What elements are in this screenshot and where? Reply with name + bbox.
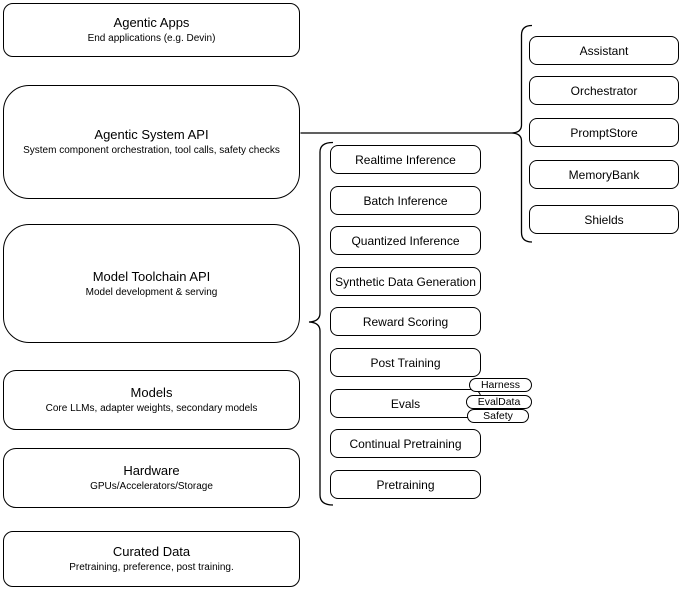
toolchain-item-batch-inference: Batch Inference [330,186,481,215]
item-label: Orchestrator [570,83,638,98]
stack-box-agentic-apps: Agentic Apps End applications (e.g. Devi… [3,3,300,57]
stack-box-hardware: Hardware GPUs/Accelerators/Storage [3,448,300,508]
item-label: PromptStore [570,125,638,140]
toolchain-item-realtime-inference: Realtime Inference [330,145,481,174]
box-subtitle: Pretraining, preference, post training. [69,562,234,573]
system-component-assistant: Assistant [529,36,679,65]
item-label: Evals [390,396,421,411]
stack-box-agentic-system-api: Agentic System API System component orch… [3,85,300,199]
toolchain-item-post-training: Post Training [330,348,481,377]
stack-box-models: Models Core LLMs, adapter weights, secon… [3,370,300,430]
box-subtitle: Model development & serving [85,286,218,298]
pill-label: Harness [480,379,521,391]
item-label: Reward Scoring [362,314,449,329]
toolchain-item-pretraining: Pretraining [330,470,481,499]
item-label: MemoryBank [568,167,640,182]
box-title: Models [130,385,173,400]
system-component-promptstore: PromptStore [529,118,679,147]
system-component-orchestrator: Orchestrator [529,76,679,105]
box-title: Agentic Apps [113,15,190,30]
system-component-memorybank: MemoryBank [529,160,679,189]
item-label: Assistant [579,43,629,58]
box-subtitle: End applications (e.g. Devin) [87,33,216,44]
box-title: Curated Data [112,544,191,559]
box-subtitle: GPUs/Accelerators/Storage [90,481,213,492]
toolchain-item-continual-pretraining: Continual Pretraining [330,429,481,458]
toolchain-item-reward-scoring: Reward Scoring [330,307,481,336]
item-label: Quantized Inference [351,233,460,248]
box-title: Model Toolchain API [92,268,211,284]
item-label: Realtime Inference [355,152,456,167]
toolchain-item-evals: Evals [330,389,481,418]
system-component-shields: Shields [529,205,679,234]
toolchain-item-quantized-inference: Quantized Inference [330,226,481,255]
item-label: Pretraining [376,477,435,492]
toolchain-item-synthetic-data-generation: Synthetic Data Generation [330,267,481,296]
item-label: Shields [584,212,624,227]
pill-label: EvalData [477,396,521,408]
box-subtitle: System component orchestration, tool cal… [23,145,280,156]
evals-tag-evaldata: EvalData [466,395,532,409]
stack-box-model-toolchain-api: Model Toolchain API Model development & … [3,224,300,343]
pill-label: Safety [483,410,513,422]
item-label: Continual Pretraining [349,436,462,451]
item-label: Post Training [370,355,441,370]
box-title: Agentic System API [94,127,209,142]
box-title: Hardware [123,463,180,478]
evals-tag-harness: Harness [469,378,532,392]
evals-tag-safety: Safety [467,409,529,423]
stack-box-curated-data: Curated Data Pretraining, preference, po… [3,531,300,587]
box-subtitle: Core LLMs, adapter weights, secondary mo… [45,403,258,414]
item-label: Synthetic Data Generation [335,274,476,289]
item-label: Batch Inference [363,193,448,208]
